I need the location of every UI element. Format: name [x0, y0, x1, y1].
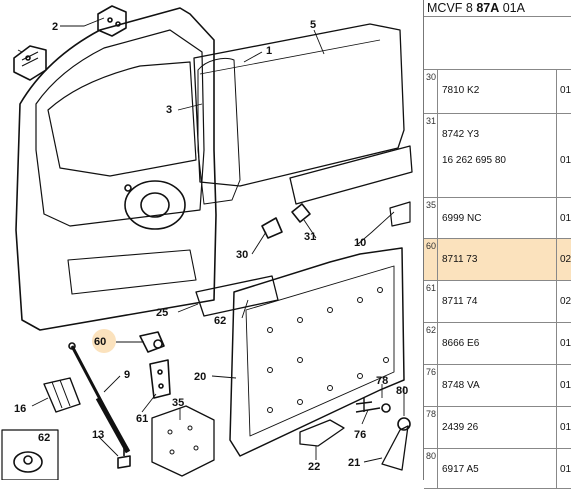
row-ref: 6917 A5	[442, 464, 479, 475]
callout-61: 61	[136, 413, 148, 425]
rubber-buffer	[43, 377, 81, 413]
row-index: 76	[424, 365, 438, 406]
lower-trim	[195, 275, 279, 317]
callout-60-highlight	[92, 329, 116, 353]
callout-22: 22	[308, 461, 320, 473]
callout-62-inset: 62	[38, 432, 50, 444]
table-row[interactable]: 35 6999 NC 01	[424, 198, 571, 239]
table-row[interactable]: 30 7810 K2 01	[424, 70, 571, 114]
row-ref: 7810 K2	[442, 85, 480, 96]
row-ref-2: 16 262 695 80	[442, 155, 506, 166]
row-ref: 8666 E6	[442, 338, 480, 349]
row-ref: 8748 VA	[442, 380, 480, 391]
callout-62: 62	[214, 315, 226, 327]
callout-21: 21	[348, 457, 360, 469]
callout-9: 9	[124, 369, 130, 381]
row-index: 60	[424, 239, 438, 280]
callout-31: 31	[304, 231, 316, 243]
table-row-highlighted[interactable]: 60 8711 73 02	[424, 239, 571, 281]
table-row[interactable]: 80 6917 A5 01	[424, 449, 571, 489]
clip-60	[139, 331, 165, 353]
row-qty: 01	[556, 323, 571, 364]
row-qty: 01	[556, 70, 571, 113]
row-index: 35	[424, 198, 438, 238]
tailgate-outer-panel	[15, 7, 217, 331]
callout-25: 25	[156, 307, 168, 319]
rear-glass	[193, 23, 405, 187]
row-qty: 02	[556, 239, 571, 280]
callout-labels: 2 1 3 5 10 31 30 25 62 60 9 20 16 35 61 …	[14, 19, 408, 473]
row-qty: 01	[556, 198, 571, 238]
table-row[interactable]: 61 8711 74 02	[424, 281, 571, 323]
header-prefix: MCVF 8	[427, 1, 477, 15]
callout-30: 30	[236, 249, 248, 261]
table-blank-row	[424, 17, 571, 70]
table-row[interactable]: 62 8666 E6 01	[424, 323, 571, 365]
row-qty: 02	[556, 281, 571, 322]
row-qty: 01	[556, 407, 571, 448]
row-index: 80	[424, 449, 438, 488]
callout-80: 80	[396, 385, 408, 397]
callout-20: 20	[194, 371, 206, 383]
hinge-right	[97, 5, 127, 37]
row-index: 62	[424, 323, 438, 364]
window-opening	[47, 61, 197, 177]
exploded-parts-diagram: 2 1 3 5 10 31 30 25 62 60 9 20 16 35 61 …	[1, 5, 413, 480]
callout-2: 2	[52, 21, 58, 33]
row-index: 31	[424, 114, 438, 197]
row-ref: 2439 26	[442, 422, 479, 433]
row-index: 78	[424, 407, 438, 448]
row-ref: 8711 73	[442, 254, 478, 265]
table-header: MCVF 8 87A 01A	[424, 0, 571, 17]
row-index: 61	[424, 281, 438, 322]
callout-13: 13	[92, 429, 104, 441]
row-index: 30	[424, 70, 438, 113]
callout-78: 78	[376, 375, 388, 387]
callout-16: 16	[14, 403, 26, 415]
callout-3: 3	[166, 104, 172, 116]
callout-1: 1	[266, 45, 272, 57]
row-qty: 01	[556, 114, 571, 197]
header-bold: 87A	[476, 1, 500, 15]
table-row[interactable]: 78 2439 26 01	[424, 407, 571, 449]
row-qty: 01	[556, 449, 571, 488]
row-ref: 8711 74	[442, 296, 478, 307]
header-suffix: 01A	[499, 1, 525, 15]
row-ref: 8742 Y3	[442, 129, 480, 140]
table-row[interactable]: 76 8748 VA 01	[424, 365, 571, 407]
inner-trim-panel	[229, 247, 405, 457]
callout-10: 10	[354, 237, 366, 249]
callout-76: 76	[354, 429, 366, 441]
row-qty: 01	[556, 365, 571, 406]
callout-35: 35	[172, 397, 184, 409]
parts-table: MCVF 8 87A 01A 30 7810 K2 01 31 8742 Y3 …	[423, 0, 571, 489]
table-row[interactable]: 31 8742 Y3 16 262 695 80 01	[424, 114, 571, 198]
row-ref: 6999 NC	[442, 213, 482, 224]
callout-60: 60	[94, 336, 106, 348]
inset-box	[1, 429, 59, 480]
callout-5: 5	[310, 19, 316, 31]
